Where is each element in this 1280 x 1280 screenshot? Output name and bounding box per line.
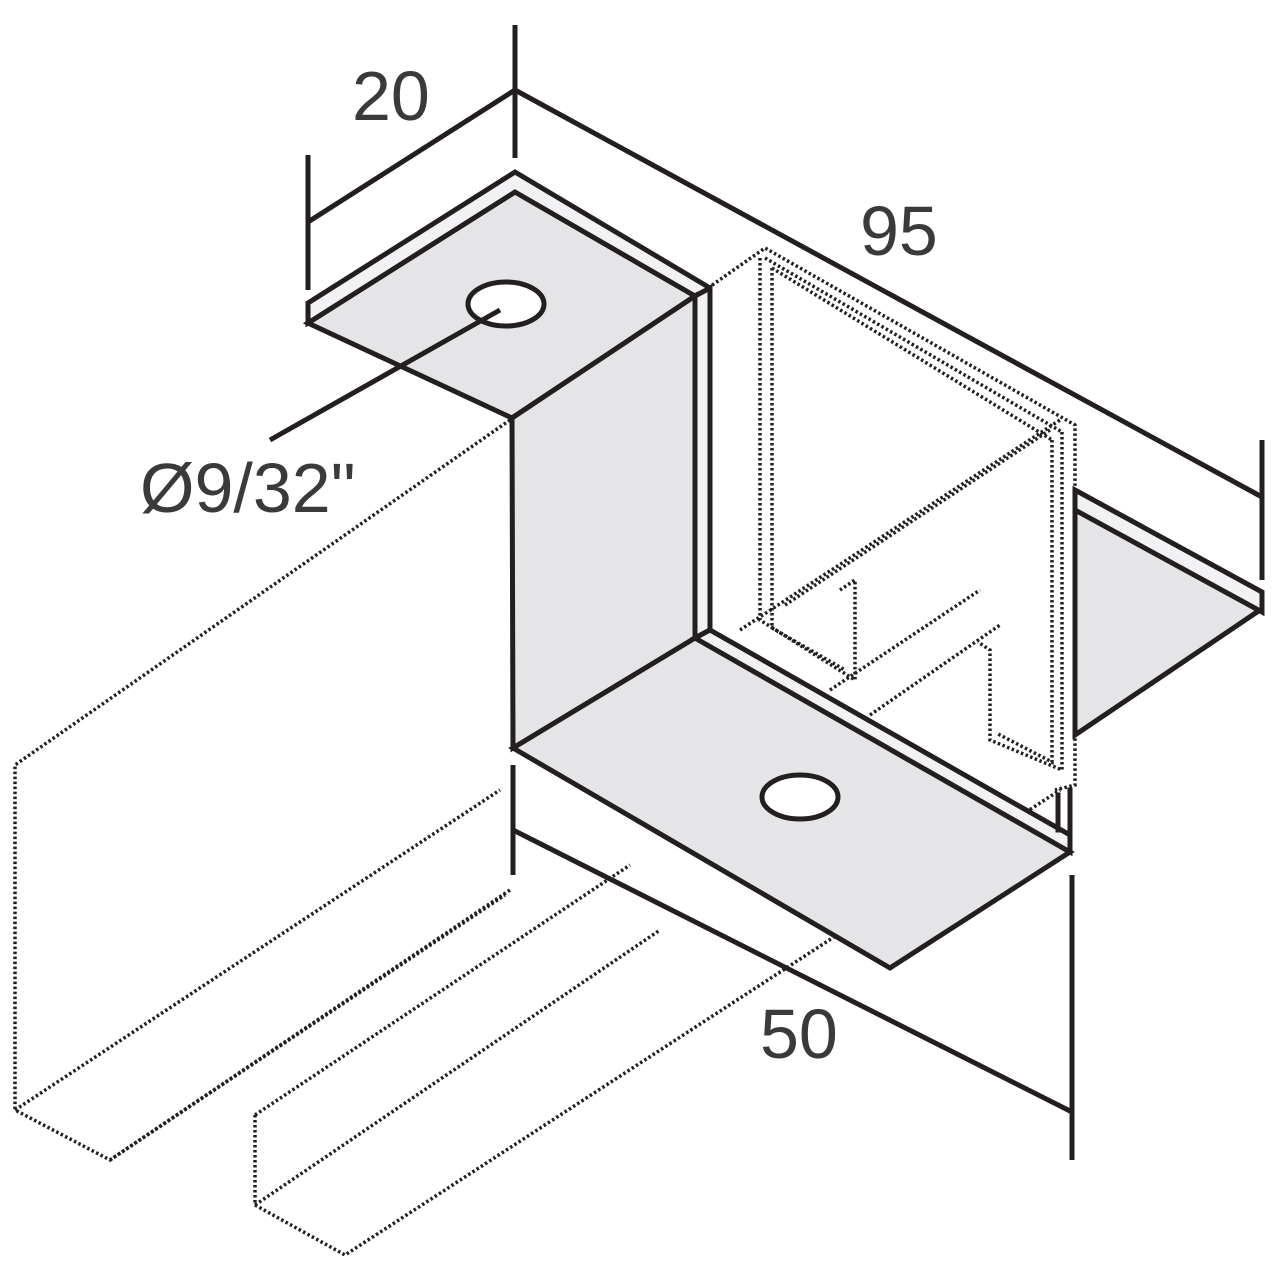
hole-leader-line bbox=[268, 307, 502, 443]
hidden-channel-outline bbox=[13, 245, 1077, 1258]
web-edge bbox=[692, 283, 713, 643]
dimension-lines bbox=[305, 25, 1265, 1160]
dim-label-50: 50 bbox=[760, 995, 838, 1073]
dim-label-95: 95 bbox=[860, 192, 938, 270]
dim-label-20: 20 bbox=[352, 57, 430, 135]
bracket-body bbox=[302, 169, 1075, 971]
dim-label-hole-diameter: Ø9/32" bbox=[140, 449, 356, 527]
right-flange bbox=[1072, 485, 1265, 740]
bottom-hole bbox=[759, 772, 841, 822]
